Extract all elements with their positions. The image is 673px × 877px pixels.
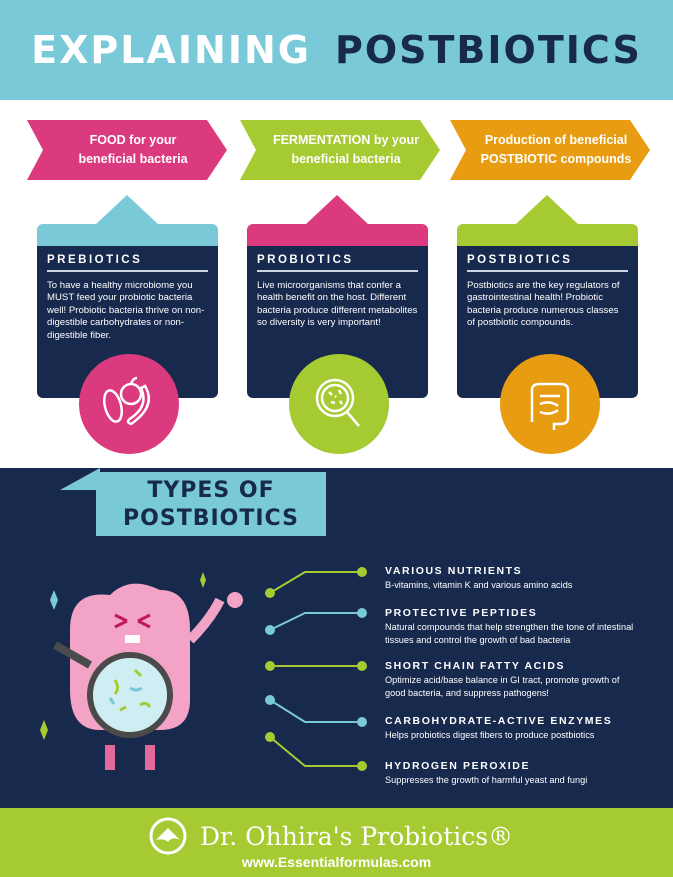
- type-text: Natural compounds that help strengthen t…: [385, 622, 634, 645]
- step-line: beneficial bacteria: [291, 152, 401, 166]
- card-band: [37, 224, 218, 246]
- intestine-mascot-illustration: [40, 572, 243, 770]
- card-band: [457, 224, 638, 246]
- type-title: SHORT CHAIN FATTY ACIDS: [385, 660, 566, 672]
- type-title: VARIOUS NUTRIENTS: [385, 565, 523, 577]
- card-probiotics: PROBIOTICS Live microorganisms that confe…: [247, 195, 428, 398]
- type-title: PROTECTIVE PEPTIDES: [385, 607, 538, 619]
- title-explaining: EXPLAINING: [31, 28, 311, 72]
- card-pointer: [95, 195, 159, 225]
- card-text: Live microorganisms that confer a health…: [257, 280, 418, 329]
- step-line: beneficial bacteria: [78, 152, 188, 166]
- header-banner: EXPLAINING POSTBIOTICS: [0, 0, 673, 100]
- card-text: To have a healthy microbiome you MUST fe…: [47, 280, 205, 341]
- step-line: FERMENTATION by your: [272, 133, 420, 147]
- card-band: [247, 224, 428, 246]
- types-title-line: TYPES OF: [147, 478, 275, 503]
- brand-logo-icon: [149, 817, 187, 855]
- card-text: Postbiotics are the key regulators of ga…: [467, 280, 620, 329]
- card-title: POSTBIOTICS: [467, 254, 628, 272]
- step-line: Production of beneficial: [484, 133, 628, 147]
- step-arrow-food: FOOD for your beneficial bacteria: [27, 120, 227, 180]
- type-item: PROTECTIVE PEPTIDES Natural compounds tha…: [385, 607, 655, 646]
- card-title: PREBIOTICS: [47, 254, 208, 272]
- step-line: POSTBIOTIC compounds: [480, 152, 632, 166]
- type-item: VARIOUS NUTRIENTS B-vitamins, vitamin K a…: [385, 565, 572, 592]
- website-link[interactable]: www.Essentialformulas.com: [241, 854, 432, 870]
- card-title: PROBIOTICS: [257, 254, 418, 272]
- type-text: Helps probiotics digest fibers to produc…: [385, 730, 595, 740]
- fruit-vegetable-icon: [79, 354, 179, 454]
- type-text: Optimize acid/base balance in GI tract, …: [385, 675, 620, 698]
- type-item: HYDROGEN PEROXIDE Suppresses the growth o…: [385, 760, 587, 787]
- types-title: TYPES OF POSTBIOTICS: [96, 472, 326, 536]
- connector-lines: [265, 567, 367, 771]
- type-item: SHORT CHAIN FATTY ACIDS Optimize acid/bas…: [385, 660, 625, 699]
- type-title: HYDROGEN PEROXIDE: [385, 760, 531, 772]
- card-pointer: [305, 195, 369, 225]
- step-line: FOOD for your: [89, 133, 177, 147]
- type-text: Suppresses the growth of harmful yeast a…: [385, 775, 588, 785]
- card-pointer: [515, 195, 579, 225]
- footer: Dr. Ohhira's Probiotics® www.Essentialfo…: [0, 808, 673, 877]
- magnifier-bacteria-icon: [289, 354, 389, 454]
- step-arrow-fermentation: FERMENTATION by your beneficial bacteria: [240, 120, 440, 180]
- type-title: CARBOHYDRATE-ACTIVE ENZYMES: [385, 715, 613, 727]
- types-title-line: POSTBIOTICS: [123, 506, 299, 531]
- type-item: CARBOHYDRATE-ACTIVE ENZYMES Helps probiot…: [385, 715, 612, 742]
- title-postbiotics: POSTBIOTICS: [334, 28, 642, 72]
- type-text: B-vitamins, vitamin K and various amino …: [385, 580, 573, 590]
- brand-name: Dr. Ohhira's Probiotics®: [200, 822, 514, 851]
- intestine-icon: [500, 354, 600, 454]
